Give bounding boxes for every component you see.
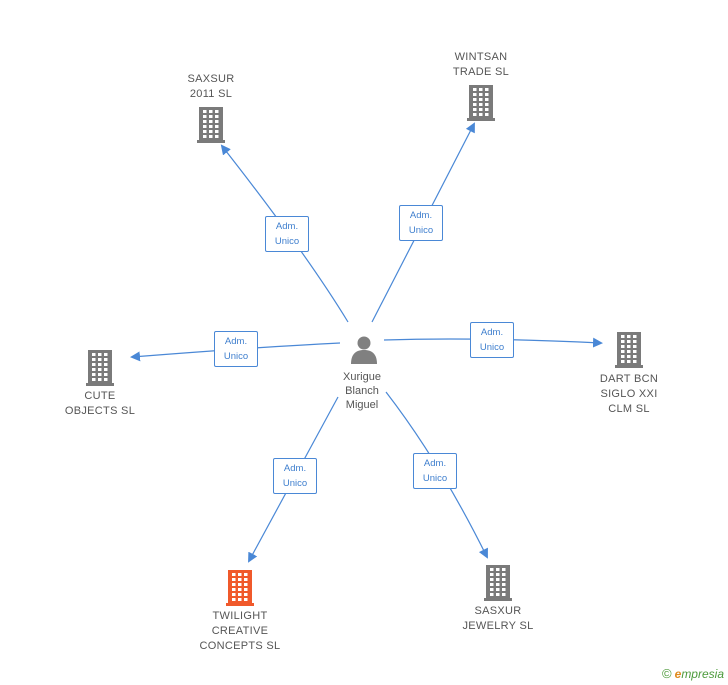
edge-label-line: Adm. [409,210,433,221]
company-label-line: CLM SL [608,403,650,415]
company-label-line: SIGLO XXI [600,388,658,400]
edge-label-sasxur[interactable]: Adm. Unico [413,453,457,489]
brand-name: mpresia [681,667,724,681]
company-label-line: SAXSUR [187,73,235,85]
company-label-line: DART BCN [599,373,659,385]
edge-label-line: Unico [408,225,434,236]
edge-label-wintsan[interactable]: Adm. Unico [399,205,443,241]
edge-label-line: Unico [223,351,249,362]
edge-label-line: Adm. [283,463,307,474]
company-label-line: OBJECTS SL [64,405,136,417]
company-label-twilight[interactable]: TWILIGHT CREATIVE CONCEPTS SL [180,609,300,654]
edge-label-cute[interactable]: Adm. Unico [214,331,258,367]
building-icon[interactable] [467,85,495,126]
company-label-line: WINTSAN [454,51,508,63]
edge-label-line: Adm. [224,336,248,347]
building-icon[interactable] [86,350,114,391]
edge-label-line: Unico [422,473,448,484]
company-label-sasxur[interactable]: SASXUR JEWELRY SL [438,604,558,634]
person-name-line: Miguel [345,399,379,411]
company-label-line: JEWELRY SL [462,620,534,632]
building-icon[interactable] [197,107,225,148]
company-label-wintsan[interactable]: WINTSAN TRADE SL [421,50,541,80]
edge-label-line: Adm. [423,458,447,469]
company-label-cute[interactable]: CUTE OBJECTS SL [40,389,160,419]
edge-label-line: Unico [479,342,505,353]
company-label-line: TRADE SL [452,66,510,78]
company-label-saxsur[interactable]: SAXSUR 2011 SL [151,72,271,102]
brand-e: e [674,667,682,681]
building-icon[interactable] [484,565,512,606]
company-label-line: CONCEPTS SL [199,640,281,652]
edge-label-saxsur[interactable]: Adm. Unico [265,216,309,252]
edge-label-line: Unico [274,236,300,247]
edge-label-dart[interactable]: Adm. Unico [470,322,514,358]
building-icon[interactable] [226,570,254,611]
building-icon[interactable] [615,332,643,373]
person-icon[interactable] [349,334,379,364]
company-label-line: 2011 SL [189,88,233,100]
company-label-line: CREATIVE [211,625,269,637]
brand-logo: ©empresia [662,666,724,681]
edge-label-twilight[interactable]: Adm. Unico [273,458,317,494]
edge-label-line: Unico [282,478,308,489]
company-label-line: CUTE [84,390,116,402]
person-name-line: Blanch [345,385,379,397]
edge-label-line: Adm. [480,327,504,338]
person-name-line: Xurigue [343,371,381,383]
person-name[interactable]: Xurigue Blanch Miguel [330,370,394,412]
company-label-dart[interactable]: DART BCN SIGLO XXI CLM SL [569,372,689,417]
edge-label-line: Adm. [275,221,299,232]
copyright-icon: © [662,666,672,681]
company-label-line: SASXUR [474,605,522,617]
company-label-line: TWILIGHT [212,610,268,622]
